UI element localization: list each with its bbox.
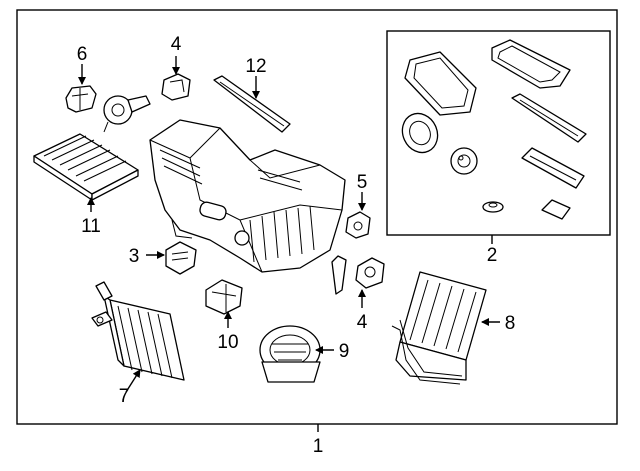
callout-7: 7 xyxy=(119,386,130,407)
callout-3: 3 xyxy=(129,246,140,267)
blower-module-10 xyxy=(205,279,243,315)
resistor-3 xyxy=(165,241,197,275)
seal-kit-inset-box xyxy=(386,30,611,236)
evaporator-core-7 xyxy=(91,281,185,381)
callout-4-bottom: 4 xyxy=(357,312,368,333)
callout-11: 11 xyxy=(81,216,101,237)
callout-10: 10 xyxy=(217,332,238,353)
callout-6: 6 xyxy=(77,44,88,65)
mounting-bracket xyxy=(331,255,347,295)
callout-4-top: 4 xyxy=(171,34,182,55)
filter-strip-12 xyxy=(213,75,291,133)
actuator-4-bottom xyxy=(355,257,385,289)
leader-arrow-7 xyxy=(125,369,141,393)
callout-12: 12 xyxy=(245,56,266,77)
cabin-filter-11 xyxy=(33,133,139,201)
callout-2: 2 xyxy=(487,245,498,266)
callout-8: 8 xyxy=(505,313,516,334)
blower-motor-9 xyxy=(259,325,321,383)
callout-9: 9 xyxy=(339,341,350,362)
assembly-border xyxy=(16,9,618,425)
door-actuator xyxy=(103,95,151,133)
actuator-4-top xyxy=(161,73,191,101)
hvac-case xyxy=(149,119,346,273)
heater-core-8 xyxy=(391,271,487,385)
seal-kit-parts xyxy=(401,39,587,220)
actuator-6 xyxy=(65,85,97,113)
sensor-5 xyxy=(345,211,371,239)
callout-5: 5 xyxy=(357,172,368,193)
callout-1: 1 xyxy=(313,436,324,457)
